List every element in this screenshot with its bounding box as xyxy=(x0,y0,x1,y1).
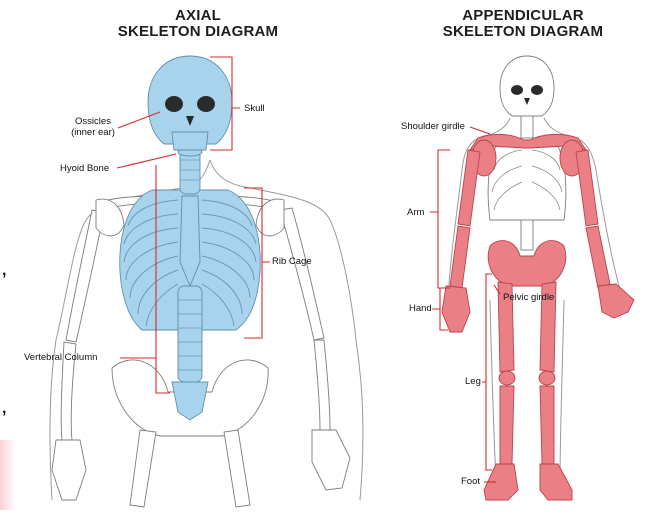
rib-cage-label: Rib Cage xyxy=(272,256,312,267)
left-tibia-red xyxy=(500,386,514,464)
left-femur xyxy=(130,430,156,507)
foot-label: Foot xyxy=(461,476,480,487)
left-eye-socket xyxy=(165,96,183,112)
appendicular-skull xyxy=(500,56,554,116)
shoulder-leader xyxy=(470,127,490,134)
ossicles-label: Ossicles (inner ear) xyxy=(64,116,122,138)
app-cervical-spine xyxy=(521,116,533,138)
ossicles-label-line2: (inner ear) xyxy=(64,127,122,138)
app-right-eye-socket xyxy=(531,85,543,95)
right-humerus xyxy=(280,208,324,340)
left-forearm-red xyxy=(450,226,470,288)
axial-jaw xyxy=(172,132,208,150)
hand-label: Hand xyxy=(409,303,432,314)
cervical-spine xyxy=(180,150,200,194)
left-upper-arm xyxy=(458,150,480,226)
app-lumbar-spine xyxy=(521,220,533,250)
right-upper-arm xyxy=(576,150,598,226)
right-femur xyxy=(224,430,250,507)
right-eye-socket xyxy=(197,96,215,112)
arm-bracket xyxy=(430,150,450,288)
leg-label: Leg xyxy=(465,376,481,387)
arm-label: Arm xyxy=(407,207,424,218)
vertebral-column-label: Vertebral Column xyxy=(24,352,97,363)
left-hand xyxy=(52,440,86,500)
right-foot-red xyxy=(540,464,572,500)
left-hand-red xyxy=(442,286,470,332)
right-hand xyxy=(312,430,350,490)
right-kneecap xyxy=(539,371,555,385)
hyoid-leader xyxy=(117,154,176,168)
right-forearm xyxy=(314,340,330,430)
right-tibia-red xyxy=(540,386,554,464)
shoulder-girdle-label: Shoulder girdle xyxy=(401,121,465,132)
hyoid-bone-label: Hyoid Bone xyxy=(60,163,109,174)
skull-label: Skull xyxy=(244,103,265,114)
axial-skull xyxy=(148,56,232,144)
ossicles-label-line1: Ossicles xyxy=(64,116,122,127)
right-forearm-red xyxy=(586,226,610,288)
right-hand-red xyxy=(598,284,634,318)
pelvic-girdle-label: Pelvic girdle xyxy=(503,292,554,303)
left-kneecap xyxy=(499,371,515,385)
app-left-eye-socket xyxy=(511,85,523,95)
app-rib-cage xyxy=(488,140,566,220)
